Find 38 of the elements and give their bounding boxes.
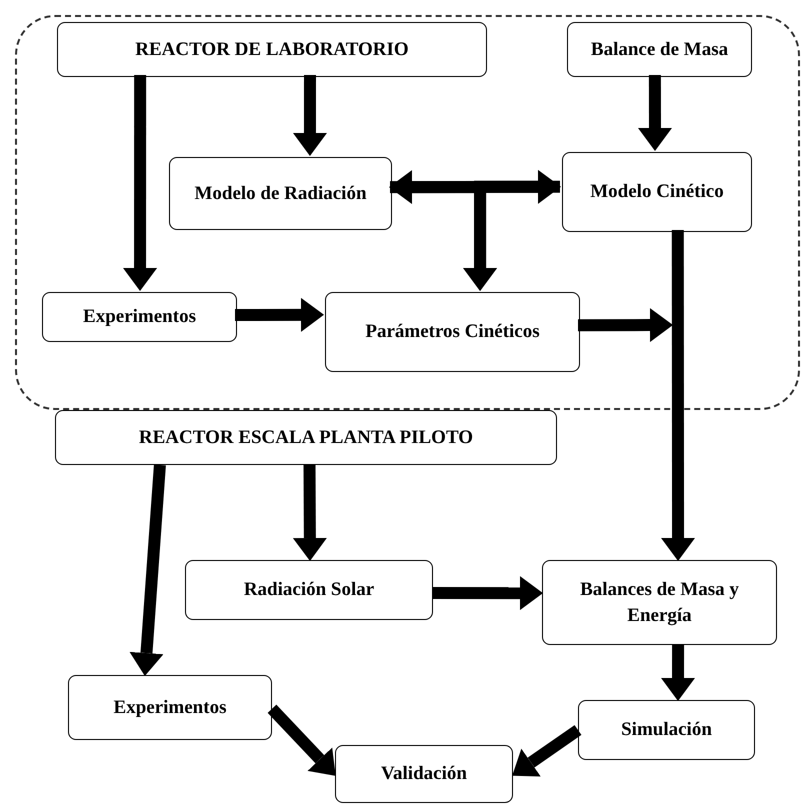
process-box <box>169 157 392 230</box>
process-box <box>335 745 513 803</box>
arrow <box>123 75 158 291</box>
process-box <box>542 560 777 645</box>
process-box <box>325 292 580 372</box>
process-box <box>57 22 487 77</box>
box-label: Radiación Solar <box>244 578 374 602</box>
box-label: Experimentos <box>114 696 226 720</box>
arrow <box>389 170 561 204</box>
process-box <box>55 410 557 465</box>
dashed-region <box>15 15 800 410</box>
process-box <box>562 152 752 232</box>
process-box <box>42 292 237 342</box>
box-label: REACTOR DE LABORATORIO <box>135 38 409 62</box>
process-box <box>567 22 752 77</box>
process-box <box>185 560 433 620</box>
arrow <box>661 645 696 701</box>
arrow <box>130 464 166 676</box>
box-label: Modelo Cinético <box>590 180 724 204</box>
arrow <box>292 75 327 156</box>
box-label: Balances de Masa y Energía <box>579 578 740 628</box>
process-box <box>68 675 272 740</box>
arrow <box>433 576 543 610</box>
arrow <box>661 230 696 561</box>
box-label: Experimentos <box>83 305 196 330</box>
box-label: Simulación <box>621 718 712 742</box>
arrow <box>268 704 336 776</box>
box-label: Validación <box>381 762 467 786</box>
arrow <box>234 298 324 332</box>
arrow <box>578 308 673 342</box>
box-label: Parámetros Cinéticos <box>365 320 540 344</box>
box-label: Modelo de Radiación <box>194 182 367 206</box>
box-label: REACTOR ESCALA PLANTA PILOTO <box>138 426 474 450</box>
arrow <box>292 464 327 561</box>
box-label: Balance de Masa <box>590 38 728 62</box>
process-box <box>578 700 755 760</box>
arrow <box>512 725 582 777</box>
arrow <box>638 75 672 151</box>
